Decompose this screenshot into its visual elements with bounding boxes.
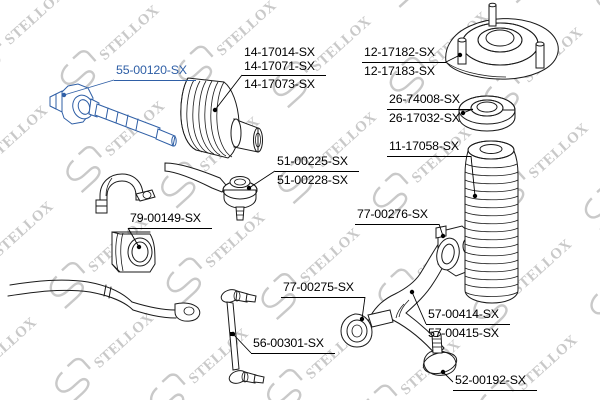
label-strut-mount-2[interactable]: 12-17183-SX <box>364 64 435 78</box>
leader-lines <box>61 52 478 383</box>
label-strut-bearing-1[interactable]: 26-74008-SX <box>389 92 460 106</box>
label-lower-control-arm-1[interactable]: 57-00414-SX <box>428 307 499 321</box>
label-steering-rack-boot-3[interactable]: 14-17073-SX <box>244 77 315 91</box>
label-underline-outer-tie-rod <box>275 171 359 172</box>
part-outer-tie-rod-end <box>164 162 258 221</box>
part-stabilizer-link <box>220 289 265 384</box>
label-underline-lower-control-arm <box>426 324 510 325</box>
label-underline-steering-rack-boot <box>242 75 326 76</box>
part-strut-bearing <box>458 95 516 132</box>
label-inner-tie-rod[interactable]: 55-00120-SX <box>116 63 187 77</box>
label-outer-tie-rod-1[interactable]: 51-00225-SX <box>277 154 348 168</box>
label-stabilizer-link[interactable]: 56-00301-SX <box>253 336 324 350</box>
label-underline-lower-ball-joint <box>453 390 537 391</box>
label-steering-rack-boot-2[interactable]: 14-17071-SX <box>244 59 315 73</box>
label-control-arm-front-bushing[interactable]: 77-00275-SX <box>283 280 354 294</box>
label-stabilizer-bushing[interactable]: 79-00149-SX <box>130 211 201 225</box>
part-strut-boot <box>464 140 519 304</box>
label-underline-strut-mount <box>362 62 446 63</box>
label-lower-ball-joint[interactable]: 52-00192-SX <box>455 373 526 387</box>
label-strut-boot[interactable]: 11-17058-SX <box>389 139 459 153</box>
label-underline-stabilizer-bushing <box>128 228 212 229</box>
label-underline-control-arm-rear-bushing <box>355 224 439 225</box>
label-underline-stabilizer-link <box>251 353 335 354</box>
label-outer-tie-rod-2[interactable]: 51-00228-SX <box>277 173 348 187</box>
label-strut-bearing-2[interactable]: 26-17032-SX <box>389 111 460 125</box>
label-steering-rack-boot-1[interactable]: 14-17014-SX <box>244 45 315 59</box>
part-stabilizer-bracket <box>95 173 156 214</box>
label-underline-strut-bearing <box>387 109 473 110</box>
label-underline-control-arm-front-bushing <box>281 297 365 298</box>
label-underline-inner-tie-rod <box>114 80 196 81</box>
part-stabilizer-bushing <box>111 231 156 273</box>
label-underline-strut-boot <box>387 156 471 157</box>
label-lower-control-arm-2[interactable]: 57-00415-SX <box>428 326 499 340</box>
label-control-arm-rear-bushing[interactable]: 77-00276-SX <box>357 207 428 221</box>
part-stabilizer-bar <box>7 279 201 322</box>
label-strut-mount-1[interactable]: 12-17182-SX <box>364 45 435 59</box>
